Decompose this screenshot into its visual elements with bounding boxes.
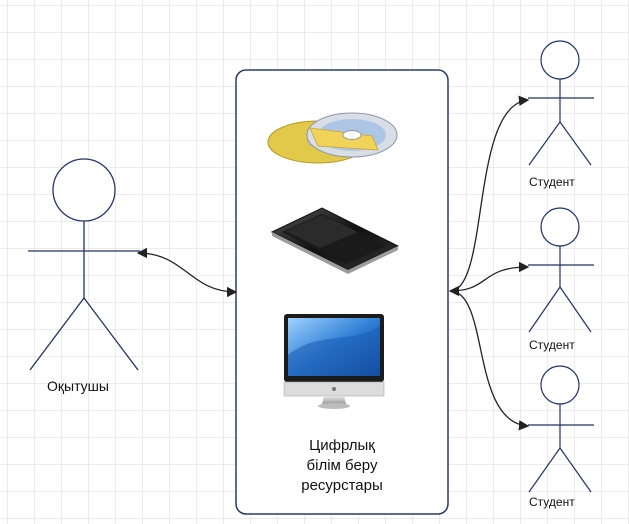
- student-label-3: Студент: [529, 495, 575, 509]
- teacher-label: Оқытушы: [47, 378, 109, 394]
- student-actor-1: [528, 40, 594, 166]
- student-label-2: Студент: [529, 338, 575, 352]
- tablet-icon: [270, 207, 400, 274]
- resources-label-line-2: білім беру: [306, 457, 378, 474]
- teacher-connector: [136, 247, 238, 298]
- student-connector-3: [449, 290, 530, 431]
- cd-discs-icon: [267, 112, 398, 164]
- monitor-icon: [283, 314, 385, 409]
- student-connector-1: [448, 95, 530, 297]
- resources-label: Цифрлық білім беру ресурстары: [236, 436, 448, 496]
- resources-label-line-1: Цифрлық: [309, 437, 375, 454]
- student-connector-2: [449, 261, 530, 292]
- resources-label-line-3: ресурстары: [301, 477, 383, 494]
- student-label-1: Студент: [529, 175, 575, 189]
- student-actor-3: [528, 365, 594, 493]
- teacher-actor: [28, 158, 140, 371]
- student-actor-2: [528, 207, 594, 333]
